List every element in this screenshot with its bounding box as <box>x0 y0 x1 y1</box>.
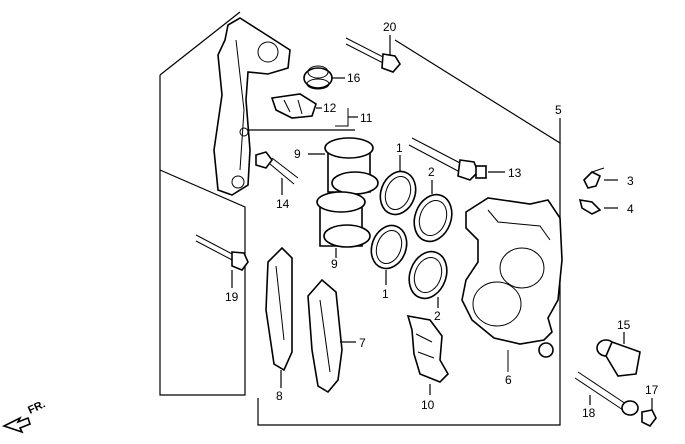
nut-17 <box>641 398 657 428</box>
boot-16 <box>303 65 345 90</box>
dust-seal-2-lower <box>408 250 448 308</box>
callout-15: 15 <box>617 318 631 332</box>
bolt-19 <box>195 234 249 288</box>
callout-17: 17 <box>645 383 659 397</box>
callout-3: 3 <box>627 174 634 188</box>
callout-4: 4 <box>627 202 634 216</box>
piston-seal-1-lower <box>370 224 408 285</box>
callout-1-lower: 1 <box>382 287 389 301</box>
slide-pin-13 <box>408 137 505 181</box>
dust-seal-2-upper <box>413 180 453 243</box>
callout-2-upper: 2 <box>428 165 435 179</box>
callout-2-lower: 2 <box>434 309 441 323</box>
callout-12: 12 <box>323 101 337 115</box>
brake-pad-8 <box>265 246 293 388</box>
pin-15 <box>596 332 641 377</box>
retainer-12 <box>270 93 358 127</box>
callout-5: 5 <box>555 103 562 117</box>
front-direction-label: FR. <box>26 398 47 416</box>
callout-11: 11 <box>360 111 373 125</box>
piston-seal-1-upper <box>379 155 417 216</box>
bleeder-valve-3 <box>583 167 618 189</box>
callout-10: 10 <box>421 398 435 412</box>
callout-6: 6 <box>505 373 512 387</box>
callout-13: 13 <box>508 166 522 180</box>
pin-18 <box>574 371 639 416</box>
callout-20: 20 <box>383 20 397 34</box>
caliper-body-6 <box>461 197 563 372</box>
caliper-bracket <box>213 17 291 196</box>
callout-16: 16 <box>347 71 361 85</box>
callout-7: 7 <box>359 336 366 350</box>
pad-spring-10 <box>406 314 449 395</box>
callout-9-lower: 9 <box>331 257 338 271</box>
callout-9-upper: 9 <box>294 147 301 161</box>
bolt-20 <box>345 35 401 73</box>
brake-pad-7 <box>307 278 356 394</box>
piston-9-upper <box>308 137 379 195</box>
pin-bolt-14 <box>255 151 299 195</box>
part-callouts: 20 16 12 11 5 9 1 2 13 3 4 14 9 1 2 19 7… <box>225 20 659 420</box>
callout-14: 14 <box>276 197 290 211</box>
callout-1-upper: 1 <box>396 141 403 155</box>
callout-8: 8 <box>276 389 283 403</box>
bleeder-cap-4 <box>578 199 618 215</box>
front-direction-arrow: FR. <box>1 398 47 434</box>
callout-19: 19 <box>225 290 239 304</box>
piston-9-lower <box>316 191 371 258</box>
callout-18: 18 <box>582 406 596 420</box>
